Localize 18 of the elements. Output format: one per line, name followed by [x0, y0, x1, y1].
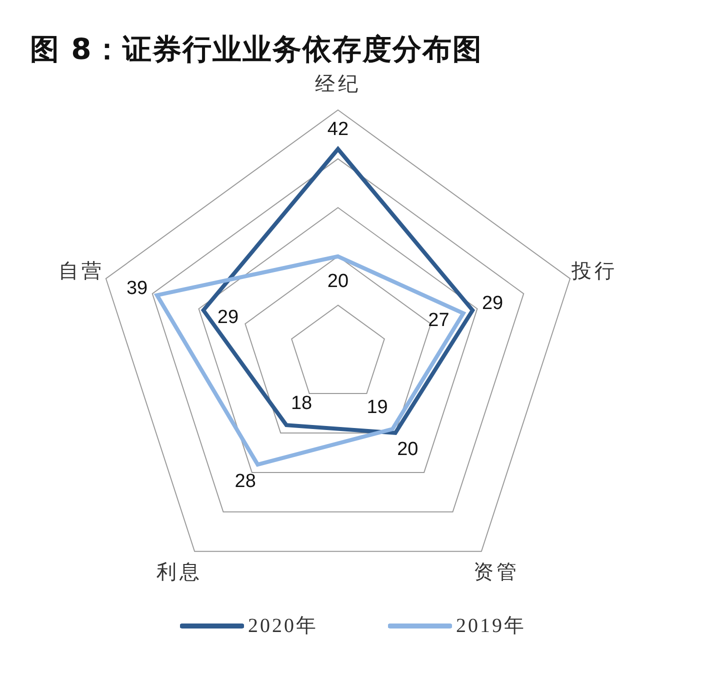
data-label: 20 — [397, 438, 418, 461]
data-label: 28 — [234, 470, 256, 493]
data-label: 29 — [482, 292, 504, 315]
data-label: 29 — [217, 307, 239, 330]
chart-title: 图 8：证券行业业务依存度分布图 — [30, 31, 482, 68]
data-label: 20 — [327, 271, 349, 294]
data-label: 19 — [366, 397, 388, 420]
axis-label: 利息 — [156, 558, 202, 586]
legend-label: 2019年 — [456, 614, 526, 639]
axis-label: 经纪 — [315, 70, 361, 98]
data-label: 39 — [126, 278, 148, 300]
data-label: 18 — [291, 393, 312, 416]
data-label: 42 — [327, 118, 349, 141]
axis-label: 资管 — [474, 558, 520, 586]
data-label: 27 — [428, 310, 450, 332]
legend-label: 2020年 — [248, 614, 318, 639]
axis-label: 自营 — [58, 257, 104, 284]
axis-label: 投行 — [572, 257, 618, 284]
